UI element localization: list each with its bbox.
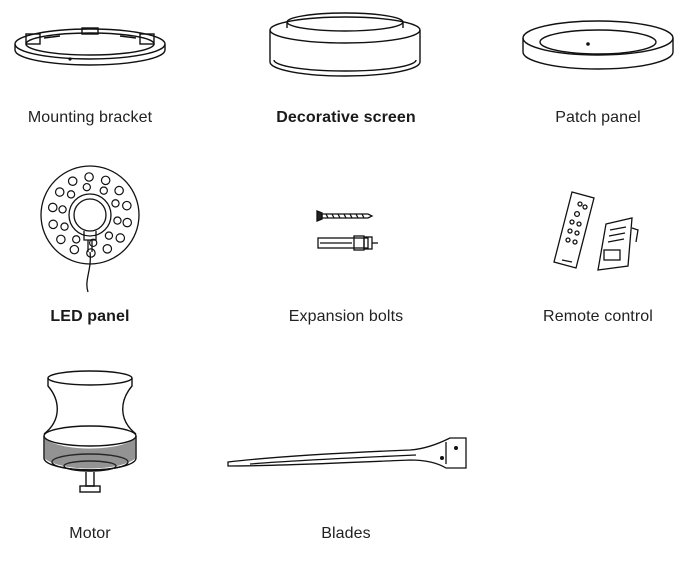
patch-panel-illustration [522, 20, 674, 70]
patch-panel-label: Patch panel [555, 109, 641, 126]
blades-item: Blades [220, 360, 480, 560]
expansion-bolts-item: Expansion bolts [250, 160, 440, 340]
led-panel-item: LED panel [0, 160, 180, 340]
motor-item: Motor [0, 360, 180, 560]
mounting-bracket-label: Mounting bracket [27, 109, 153, 126]
decorative-screen-item: Decorative screen [250, 0, 440, 140]
remote-control-label: Remote control [543, 308, 653, 325]
motor-illustration [43, 370, 137, 493]
mounting-bracket-item: Mounting bracket [0, 0, 180, 140]
decorative-screen-label: Decorative screen [276, 109, 416, 126]
patch-panel-item: Patch panel [510, 0, 685, 140]
motor-label: Motor [69, 525, 111, 542]
remote-control-illustration [553, 191, 639, 271]
led-panel-illustration [40, 165, 140, 293]
mounting-bracket-illustration [14, 27, 166, 66]
remote-control-item: Remote control [510, 160, 685, 340]
led-panel-label: LED panel [50, 308, 130, 325]
blades-illustration [227, 437, 467, 469]
decorative-screen-illustration [269, 12, 421, 77]
expansion-bolts-label: Expansion bolts [288, 308, 404, 325]
expansion-bolts-illustration [316, 210, 378, 251]
blades-label: Blades [321, 525, 371, 542]
